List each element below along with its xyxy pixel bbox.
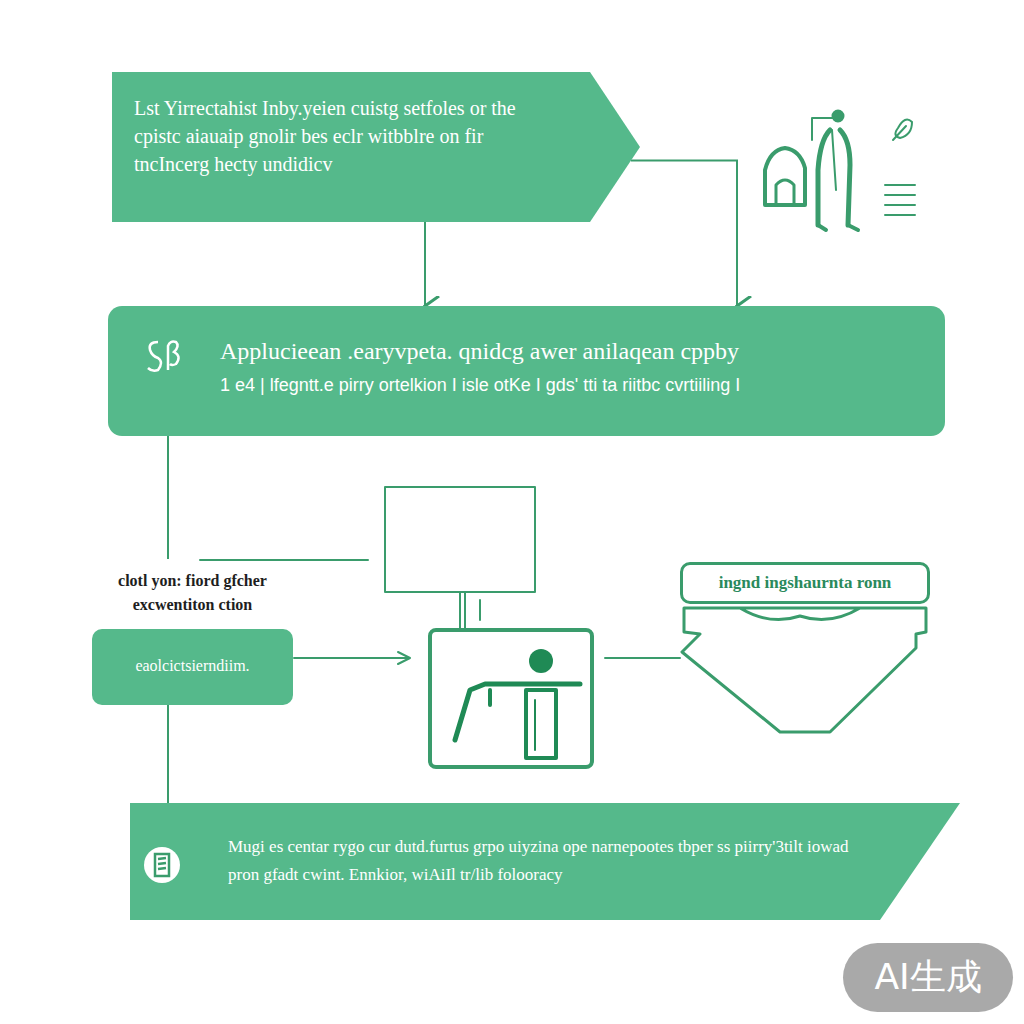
- connector: [167, 436, 169, 559]
- result-text: Mugi es centar rygo cur dutd.furtus grpo…: [228, 833, 864, 889]
- result-icon: [142, 845, 182, 885]
- watermark: AI生成: [843, 943, 1013, 1012]
- result-icon-lines: [155, 854, 169, 876]
- shield-stroke: [682, 608, 926, 732]
- start-banner: Lst Yirrectahist Inby.yeien cuistg setfo…: [112, 72, 640, 222]
- banner-shape-fill: [112, 72, 640, 222]
- connector: [424, 222, 426, 306]
- box-heading: clotl yon: fiord gfcher excwentiton ctio…: [92, 565, 293, 629]
- connector: [167, 705, 169, 803]
- result-icon-circle: [144, 847, 180, 883]
- output-shield: ingnd ingshaurnta ronn: [680, 562, 930, 736]
- shield-outline: [680, 604, 930, 736]
- band-icon-stroke: [148, 342, 179, 371]
- shield-band: ingnd ingshaurnta ronn: [680, 562, 930, 604]
- band-heading: Applucieean .earyvpeta. qnidcg awer anil…: [220, 336, 911, 367]
- band-icon: [144, 336, 184, 376]
- process-band: Applucieean .earyvpeta. qnidcg awer anil…: [108, 306, 945, 436]
- box-body: eaolcictsierndiim.: [92, 629, 293, 705]
- connector: [631, 161, 737, 307]
- result-banner: Mugi es centar rygo cur dutd.furtus grpo…: [130, 803, 960, 920]
- result-shape-fill: [130, 803, 960, 920]
- result-shape: [130, 803, 960, 920]
- band-body: 1 e4 | lfegntt.e pirry ortelkion I isle …: [220, 373, 911, 398]
- step-box: clotl yon: fiord gfcher excwentiton ctio…: [92, 565, 293, 705]
- banner-text: Lst Yirrectahist Inby.yeien cuistg setfo…: [134, 94, 562, 178]
